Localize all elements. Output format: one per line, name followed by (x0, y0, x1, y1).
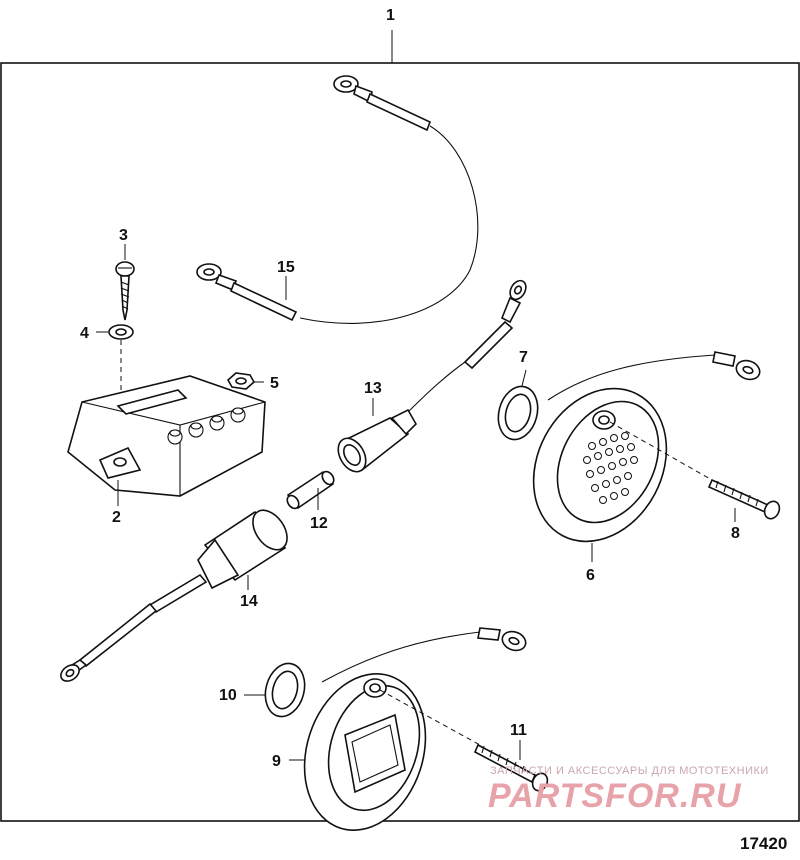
watermark-brand-logo: PARTSFOR.RU (488, 777, 742, 815)
callout-14: 14 (240, 593, 258, 610)
washer-4 (108, 324, 134, 340)
callout-12: 12 (310, 515, 328, 532)
nut-5 (226, 372, 256, 390)
screw-8 (707, 478, 781, 520)
callout-labels: 1 2 3 4 5 6 7 8 9 10 11 12 13 14 15 (80, 7, 740, 770)
callout-3: 3 (119, 227, 128, 244)
wire-harness-15 (196, 263, 298, 322)
watermark-tagline: ЗАПЧАСТИ И АКСЕССУАРЫ ДЛЯ МОТОТЕХНИКИ (490, 765, 769, 777)
callout-5: 5 (270, 375, 279, 392)
callout-9: 9 (272, 753, 281, 770)
receptacle-6 (532, 351, 761, 543)
terminal-pin-12 (286, 470, 335, 510)
grommet-10 (264, 662, 306, 718)
junction-module-2 (67, 375, 266, 497)
callout-8: 8 (731, 525, 740, 542)
figure-number: 17420 (740, 834, 788, 853)
connector-14 (60, 509, 288, 682)
wire-harness-1 (299, 75, 479, 324)
grommet-7 (497, 385, 539, 441)
connector-13 (337, 279, 527, 473)
callout-11: 11 (510, 722, 527, 739)
callout-13: 13 (364, 380, 382, 397)
screw-3 (115, 261, 135, 321)
callout-15: 15 (277, 259, 295, 276)
callout-2: 2 (112, 509, 121, 526)
assembly-line-11 (379, 689, 481, 746)
assembly-line-8 (609, 421, 713, 481)
callout-4: 4 (80, 325, 89, 342)
callout-7: 7 (519, 349, 528, 366)
callout-10: 10 (219, 687, 237, 704)
callout-6: 6 (586, 567, 595, 584)
screw-11 (473, 743, 549, 792)
leader-7 (521, 369, 527, 387)
callout-1: 1 (386, 7, 395, 24)
switch-housing-9 (303, 627, 527, 831)
diagram-frame (0, 62, 800, 822)
